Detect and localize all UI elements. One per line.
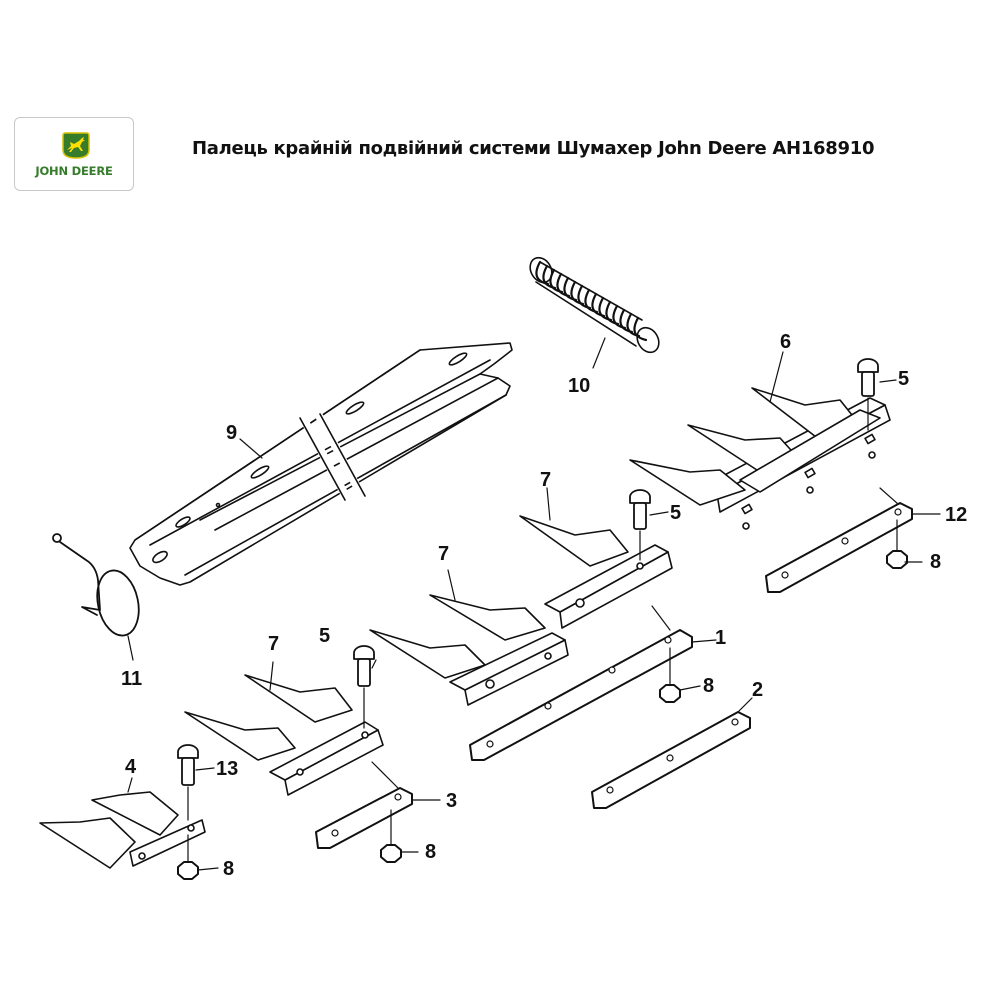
callout-13: 13 <box>216 758 238 780</box>
callout-10: 10 <box>568 375 590 397</box>
end-guard-part <box>39 777 206 869</box>
tension-spring-part <box>529 256 660 369</box>
callout-12: 12 <box>945 504 967 526</box>
leader-lines <box>195 379 941 871</box>
wire-clip-part <box>52 533 140 661</box>
guard-channel-bar-part <box>129 342 513 586</box>
knife-back-bars <box>315 502 913 849</box>
callout-8c: 8 <box>425 841 436 863</box>
john-deere-logo: JOHN DEERE <box>14 117 134 191</box>
callout-11: 11 <box>121 668 142 690</box>
callout-8a: 8 <box>930 551 941 573</box>
callout-1: 1 <box>715 627 726 649</box>
triple-guard-part <box>629 351 891 530</box>
callout-4: 4 <box>125 756 137 778</box>
page-title: Палець крайній подвійний системи Шумахер… <box>192 138 875 159</box>
nut-parts <box>177 519 908 880</box>
double-guard-upper-part <box>429 487 673 641</box>
callout-7a: 7 <box>540 469 551 491</box>
callout-8d: 8 <box>223 858 234 880</box>
deer-emblem-icon <box>62 132 90 159</box>
callout-2: 2 <box>752 679 763 701</box>
callout-6: 6 <box>780 331 791 353</box>
logo-brand-text: JOHN DEERE <box>35 164 113 178</box>
callout-5c: 5 <box>319 625 330 647</box>
callout-9: 9 <box>226 422 237 444</box>
callout-7c: 7 <box>268 633 279 655</box>
double-guard-lower-part <box>184 661 384 796</box>
callout-3: 3 <box>446 790 457 812</box>
callout-5b: 5 <box>670 502 681 524</box>
callout-7b: 7 <box>438 543 449 565</box>
callout-8b: 8 <box>703 675 714 697</box>
callout-labels: 1 2 3 4 5 5 5 6 7 7 7 8 8 8 8 9 10 11 12… <box>121 331 967 880</box>
bolt-parts <box>177 358 879 821</box>
double-guard-middle-part <box>369 569 569 706</box>
callout-5a: 5 <box>898 368 909 390</box>
